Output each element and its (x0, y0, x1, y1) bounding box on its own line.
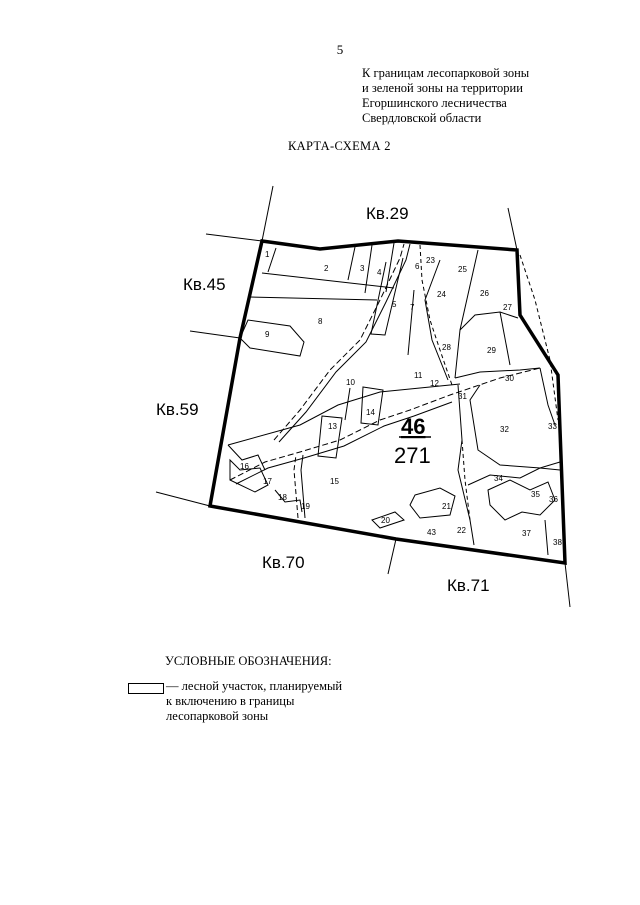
label-kv29: Кв.29 (366, 204, 409, 223)
header-line-2: и зеленой зоны на территории (362, 81, 523, 95)
plot-8: 8 (318, 317, 323, 326)
plot-33: 33 (548, 422, 557, 431)
plot-43: 43 (427, 528, 436, 537)
plot-16: 16 (240, 462, 249, 471)
plot-24: 24 (437, 290, 446, 299)
header-line-1: К границам лесопарковой зоны (362, 66, 530, 80)
header-line-3: Егоршинского лесничества (362, 96, 507, 110)
plot-22: 22 (457, 526, 466, 535)
plot-5: 5 (392, 300, 397, 309)
quarter-area: 271 (394, 443, 431, 468)
plot-14: 14 (366, 408, 375, 417)
label-kv45: Кв.45 (183, 275, 226, 294)
legend-line-2: к включению в границы (166, 694, 295, 708)
plot-17: 17 (263, 477, 272, 486)
plot-3: 3 (360, 264, 365, 273)
plot-1: 1 (265, 250, 270, 259)
plot-32: 32 (500, 425, 509, 434)
boundary-line-top-left (261, 185, 274, 242)
boundary-line-kv70-71 (387, 538, 397, 575)
legend-line-3: лесопарковой зоны (166, 709, 269, 723)
plot-7: 7 (410, 303, 415, 312)
plot-21: 21 (442, 502, 451, 511)
legend-swatch (128, 683, 164, 694)
plot-18: 18 (278, 493, 287, 502)
plot-29: 29 (487, 346, 496, 355)
label-kv70: Кв.70 (262, 553, 305, 572)
header-block: К границам лесопарковой зоны и зеленой з… (362, 66, 529, 126)
plot-15: 15 (330, 477, 339, 486)
plot-12: 12 (430, 379, 439, 388)
plot-34: 34 (494, 474, 503, 483)
plot-28: 28 (442, 343, 451, 352)
plot-2: 2 (324, 264, 329, 273)
plot-13: 13 (328, 422, 337, 431)
header-line-4: Свердловской области (362, 111, 482, 125)
legend-text: — лесной участок, планируемый к включени… (166, 679, 342, 724)
plot-23: 23 (426, 256, 435, 265)
plot-35: 35 (531, 490, 540, 499)
label-kv59: Кв.59 (156, 400, 199, 419)
boundary-line-kv70 (155, 491, 211, 507)
plot-27: 27 (503, 303, 512, 312)
label-kv71: Кв.71 (447, 576, 490, 595)
plot-9: 9 (265, 330, 270, 339)
plot-25: 25 (458, 265, 467, 274)
plot-11: 11 (414, 371, 423, 380)
boundary-line-kv45 (205, 233, 263, 242)
legend-title: УСЛОВНЫЕ ОБОЗНАЧЕНИЯ: (165, 654, 332, 668)
plot-20: 20 (381, 516, 390, 525)
plot-4: 4 (377, 268, 382, 277)
boundary-line-top-right (507, 207, 518, 251)
quarter-number: 46 (401, 414, 425, 439)
boundary-line-bottom-right (564, 562, 571, 608)
plot-30: 30 (505, 374, 514, 383)
boundary-line-kv59 (189, 330, 241, 339)
plot-38: 38 (553, 538, 562, 547)
plot-31: 31 (458, 392, 467, 401)
quarter-boundary (207, 239, 567, 566)
legend-line-1: — лесной участок, планируемый (166, 679, 343, 693)
plot-19: 19 (301, 502, 310, 511)
map-title: КАРТА-СХЕМА 2 (288, 139, 391, 153)
plot-10: 10 (346, 378, 355, 387)
page-number: 5 (336, 42, 344, 57)
plot-36: 36 (549, 495, 558, 504)
plot-6: 6 (415, 262, 420, 271)
plot-26: 26 (480, 289, 489, 298)
plot-37: 37 (522, 529, 531, 538)
